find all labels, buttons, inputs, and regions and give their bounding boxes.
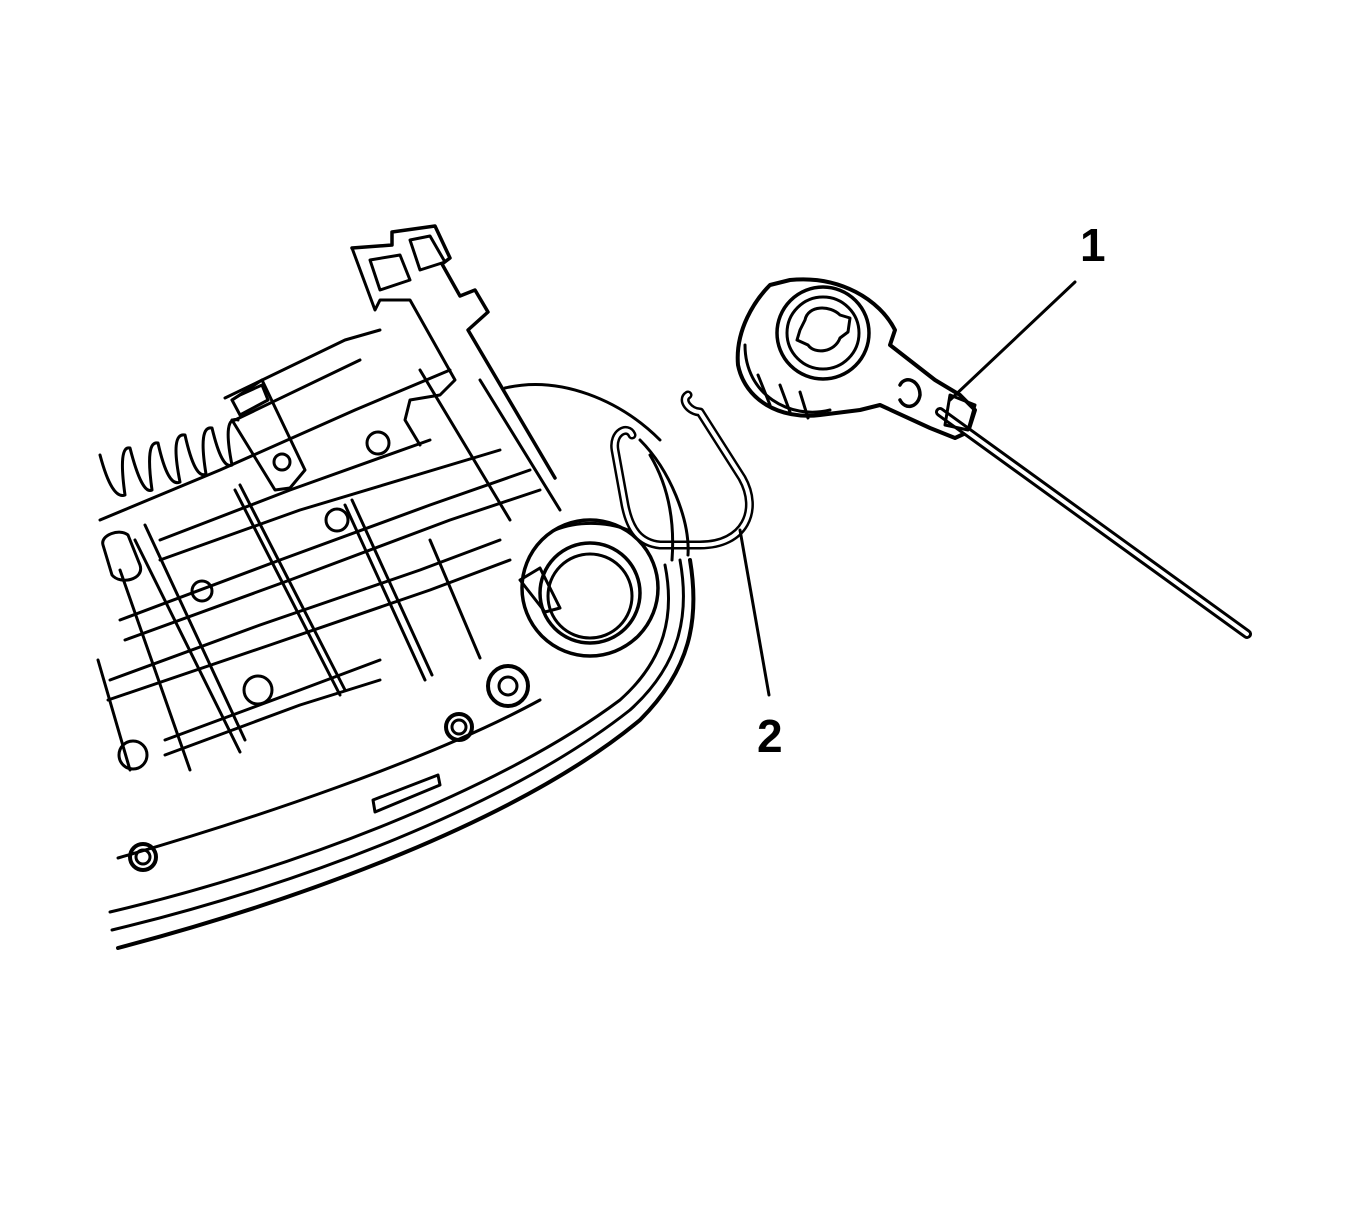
callout-label-2: 2 [757,710,783,762]
handle-housing [96,224,696,950]
cylinder-socket [518,518,660,658]
callout-leader-1 [948,280,1077,402]
callout-label-1: 1 [1080,219,1106,271]
callout-leader-2 [738,528,771,697]
spring [98,383,270,497]
retaining-clip [610,390,754,562]
lock-cylinder-assembly [735,277,1252,639]
